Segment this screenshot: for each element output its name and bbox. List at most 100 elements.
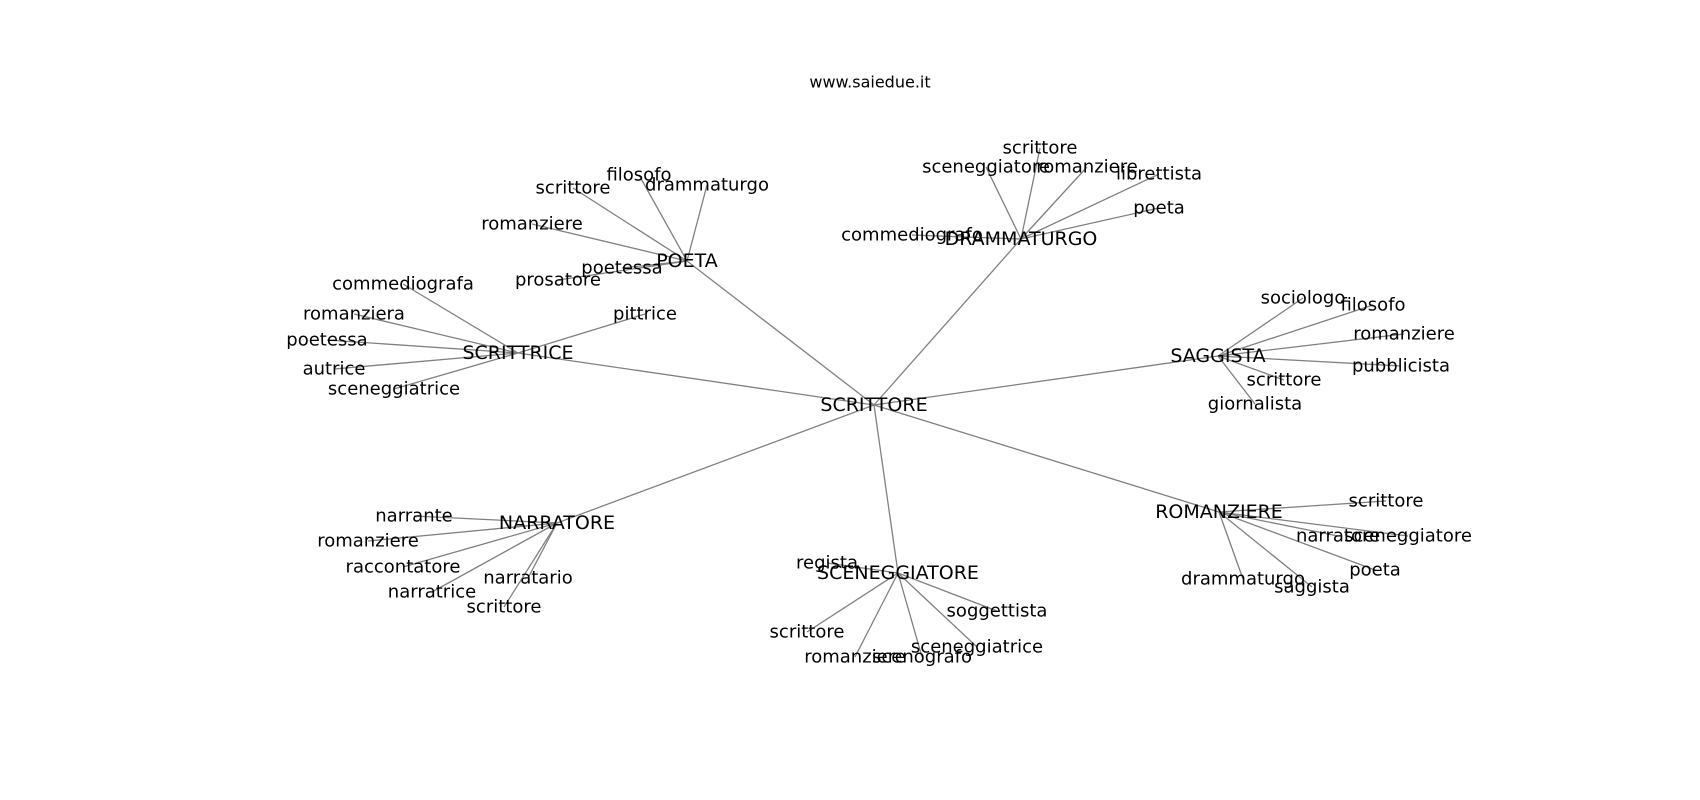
leaf-node-poeta-scrittore: scrittore [536,178,611,199]
leaf-node-sceneggiatore-scrittore: scrittore [770,622,845,643]
edge-scrittrice-autrice [333,352,519,370]
edge-romanziere-saggista [1218,511,1313,588]
edge-sceneggiatore-soggettista [897,572,998,612]
center-node-label: SCRITTORE [820,394,927,416]
leaf-node-poeta-drammaturgo: drammaturgo [645,175,769,196]
leaf-node-poeta-poetessa: poetessa [581,258,662,279]
leaf-node-narratore-romanziere: romanziere [317,531,419,552]
leaf-node-drammaturgo-poeta: poeta [1133,198,1185,219]
leaf-node-saggista-romanziere: romanziere [1353,324,1455,345]
edge-center-scrittrice [517,352,875,406]
leaf-node-scrittrice-autrice: autrice [303,359,366,380]
edge-scrittrice-poetessa [326,339,519,354]
edge-drammaturgo-scrittore [1020,147,1041,240]
edge-narratore-raccontatore [402,522,558,568]
edge-narratore-narratario [527,522,558,579]
leaf-node-scrittrice-commediografa: commediografa [332,274,474,295]
edge-saggista-sociologo [1217,297,1304,357]
leaf-node-saggista-sociologo: sociologo [1261,288,1346,309]
cluster-node-sceneggiatore: SCENEGGIATORE [817,562,979,584]
edge-center-poeta [686,260,875,406]
edge-sceneggiatore-scenografo [897,572,923,658]
leaf-node-poeta-prosatore: prosatore [515,270,601,291]
edge-romanziere-narratore [1218,511,1339,537]
edge-saggista-filosofo [1217,304,1374,357]
leaf-node-drammaturgo-sceneggiatore: sceneggiatore [922,157,1050,178]
edge-narratore-romanziere [367,522,558,542]
labels-layer: SCRITTOREPOETAfilosofodrammaturgoscritto… [286,138,1472,668]
leaf-node-scrittrice-pittrice: pittrice [613,304,677,325]
leaf-node-drammaturgo-romanziere: romanziere [1036,157,1138,178]
leaf-node-sceneggiatore-scenografo: scenografo [872,647,972,668]
leaf-node-romanziere-narratore: narratore [1296,526,1380,547]
edge-poeta-romanziere [531,223,688,262]
leaf-node-scrittrice-sceneggiatrice: sceneggiatrice [328,379,460,400]
edge-drammaturgo-librettista [1020,173,1160,240]
leaf-node-saggista-filosofo: filosofo [1340,295,1405,316]
leaf-node-narratore-narratario: narratario [483,568,572,589]
edge-narratore-scrittore [503,522,558,608]
leaf-node-sceneggiatore-soggettista: soggettista [947,601,1048,622]
leaf-node-scrittrice-romanziera: romanziera [303,304,405,325]
edge-scrittrice-romanziera [353,313,519,354]
edge-sceneggiatore-scrittore [806,572,899,633]
site-label-text: www.saiedue.it [809,73,930,92]
leaf-node-drammaturgo-librettista: librettista [1116,164,1202,185]
edge-scrittrice-commediografa [402,283,519,354]
edge-sceneggiatore-regista [826,562,899,574]
edge-scrittrice-sceneggiatrice [393,352,519,390]
edge-romanziere-sceneggiatore [1218,511,1409,537]
cluster-node-narratore: NARRATORE [499,512,615,534]
edge-sceneggiatore-romanziere [854,572,899,658]
edge-drammaturgo-sceneggiatore [985,166,1022,240]
leaf-node-narratore-scrittore: scrittore [467,597,542,618]
edge-sceneggiatore-sceneggiatrice [897,572,978,648]
leaf-node-narratore-narrante: narrante [375,506,453,527]
edge-center-drammaturgo [873,238,1022,406]
edge-scrittrice-pittrice [517,313,646,354]
leaf-node-narratore-raccontatore: raccontatore [346,557,461,578]
leaf-node-poeta-romanziere: romanziere [481,214,583,235]
leaf-node-romanziere-sceneggiatore: sceneggiatore [1344,526,1472,547]
edge-saggista-scrittore [1217,355,1285,381]
leaf-node-sceneggiatore-regista: regista [796,553,858,574]
edge-poeta-scrittore [572,187,688,262]
edge-drammaturgo-commediografo [911,234,1022,240]
cluster-node-romanziere: ROMANZIERE [1155,501,1283,523]
cluster-node-poeta: POETA [656,250,718,272]
edge-center-romanziere [873,404,1220,513]
edge-poeta-filosofo [638,174,688,262]
edge-drammaturgo-poeta [1020,207,1160,240]
edge-romanziere-drammaturgo [1218,511,1244,580]
cluster-node-saggista: SAGGISTA [1170,345,1265,367]
leaf-node-saggista-giornalista: giornalista [1208,394,1302,415]
edge-romanziere-poeta [1218,511,1376,571]
leaf-node-narratore-narratrice: narratrice [388,582,476,603]
edge-saggista-pubblicista [1217,355,1402,367]
leaf-node-drammaturgo-scrittore: scrittore [1003,138,1078,159]
leaf-node-sceneggiatore-sceneggiatrice: sceneggiatrice [911,637,1043,658]
leaf-node-poeta-filosofo: filosofo [606,165,671,186]
leaf-node-saggista-scrittore: scrittore [1247,370,1322,391]
edge-romanziere-scrittore [1218,500,1387,513]
edge-poeta-prosatore [557,260,688,281]
leaf-node-romanziere-drammaturgo: drammaturgo [1181,569,1305,590]
edges-layer [326,147,1409,658]
edge-center-saggista [873,355,1219,406]
leaf-node-romanziere-poeta: poeta [1349,560,1401,581]
leaf-node-romanziere-scrittore: scrittore [1349,491,1424,512]
edge-saggista-giornalista [1217,355,1256,405]
edge-narratore-narratrice [431,522,558,593]
edge-center-narratore [556,404,875,524]
cluster-node-scrittrice: SCRITTRICE [462,342,573,364]
edge-poeta-drammaturgo [686,184,708,262]
leaf-node-saggista-pubblicista: pubblicista [1352,356,1450,377]
leaf-node-scrittrice-poetessa: poetessa [286,330,367,351]
leaf-node-sceneggiatore-romanziere: romanziere [804,647,906,668]
cluster-node-drammaturgo: DRAMMATURGO [945,228,1098,250]
edge-center-sceneggiatore [873,404,899,574]
leaf-node-drammaturgo-commediografo: commediografo [841,225,983,246]
edge-drammaturgo-romanziere [1020,166,1088,240]
edge-narratore-narrante [413,515,558,524]
